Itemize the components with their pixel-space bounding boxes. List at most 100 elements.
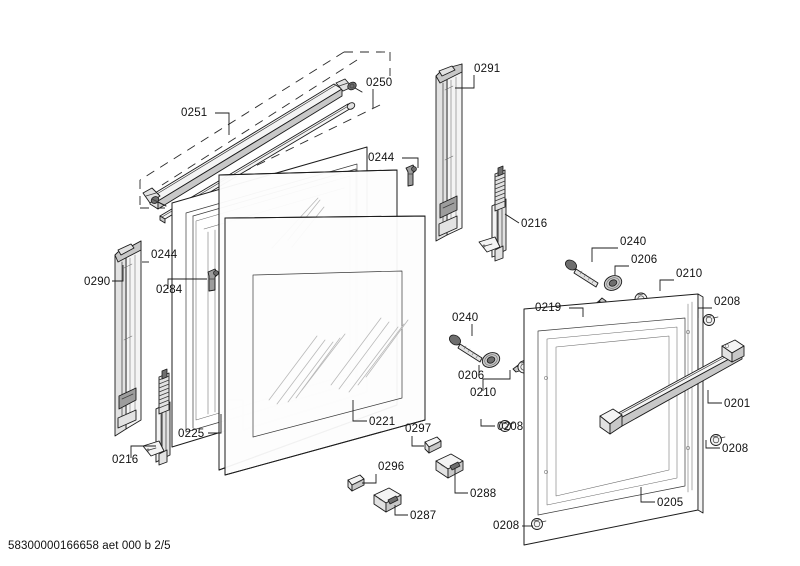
callout-0210-7: 0210 [659, 268, 702, 291]
part-0291-hinge-right [435, 63, 463, 242]
callout-0244-24: 0244 [142, 249, 178, 263]
callout-leader-line [208, 414, 222, 434]
callout-leader-line [705, 440, 720, 449]
callout-label-0216: 0216 [112, 454, 138, 466]
callout-0291-2: 0291 [455, 63, 500, 89]
spring-coil-left [158, 368, 170, 415]
callout-label-0210: 0210 [470, 387, 496, 399]
callout-label-0206: 0206 [458, 370, 484, 382]
callout-label-0205: 0205 [657, 497, 683, 509]
trim-screw-right [347, 81, 363, 93]
callout-0219-8: 0219 [535, 302, 584, 317]
part-0201-door-handle [599, 339, 745, 435]
callout-label-0296: 0296 [378, 461, 404, 473]
document-footer-caption: 58300000166658 aet 000 b 2/5 [8, 540, 171, 552]
callout-leader-line [215, 112, 230, 135]
part-0290-hinge-left [114, 240, 142, 437]
part-0206-washer-upper [603, 275, 623, 291]
callout-label-0250: 0250 [366, 77, 392, 89]
callout-label-0216: 0216 [521, 218, 547, 230]
callout-0284-25: 0284 [156, 278, 207, 296]
part-0208-screw-1 [703, 314, 719, 326]
part-0221-glass-pane-front [224, 215, 426, 476]
part-0287-bracket [373, 487, 402, 513]
callout-leader-line [454, 468, 468, 494]
callout-leader-line [504, 213, 520, 224]
callout-0297-20: 0297 [405, 423, 431, 447]
callout-0296-21: 0296 [362, 461, 404, 484]
callout-label-0221: 0221 [369, 416, 395, 428]
glass-reflection-hatching [268, 317, 409, 405]
callout-0210-11: 0210 [470, 370, 511, 399]
callout-0288-17: 0288 [454, 468, 496, 500]
callout-0208-16: 0208 [480, 419, 523, 433]
callout-label-0244: 0244 [151, 249, 178, 261]
callout-label-0284: 0284 [156, 284, 183, 296]
callout-label-0208: 0208 [493, 520, 519, 532]
callout-layer: 0251 0250 0291 0244 0216 0240 0206 0210 0219 0240… [84, 63, 750, 532]
callout-label-0210: 0210 [676, 268, 702, 280]
part-0244-catch-lower [207, 268, 219, 292]
callout-label-0290: 0290 [84, 276, 110, 288]
callout-0240-9: 0240 [452, 312, 478, 336]
callout-leader-line [614, 265, 629, 275]
callout-leader-line [394, 505, 408, 516]
callout-leader-line [480, 419, 495, 427]
callout-leader-line [659, 279, 674, 291]
part-0251-trim-strip [142, 78, 353, 210]
callout-label-0240: 0240 [452, 312, 478, 324]
callout-label-0297: 0297 [405, 423, 431, 435]
callout-0208-18: 0208 [493, 520, 533, 532]
callout-leader-line [569, 307, 584, 317]
spring-coil-right [494, 165, 506, 212]
callout-label-0291: 0291 [474, 63, 500, 75]
callout-0250-1: 0250 [366, 77, 392, 108]
part-0244-catch-upper [405, 164, 417, 187]
callout-leader-line [130, 445, 156, 458]
callout-0206-10: 0206 [458, 365, 484, 382]
part-0216-hinge-spring-right [478, 165, 507, 262]
callout-0251-0: 0251 [181, 107, 230, 135]
callout-leader-line [455, 75, 475, 89]
callout-0287-22: 0287 [394, 505, 436, 522]
callout-0205-15: 0205 [640, 487, 683, 509]
callout-label-0219: 0219 [535, 302, 561, 314]
part-0240-screw-upper [565, 259, 599, 288]
part-0208-screw-4 [531, 518, 547, 530]
callout-0240-5: 0240 [591, 236, 646, 262]
callout-0208-14: 0208 [705, 440, 748, 455]
callout-0216-27: 0216 [112, 445, 156, 466]
callout-leader-line [352, 400, 367, 422]
callout-label-0206: 0206 [631, 254, 657, 266]
part-0288-bracket [435, 453, 464, 479]
callout-0208-12: 0208 [697, 296, 740, 318]
trim-screw-left [150, 196, 167, 207]
callout-leader-line [402, 157, 419, 168]
part-0216-hinge-spring-left [142, 368, 171, 466]
callout-label-0287: 0287 [410, 510, 436, 522]
callout-label-0244: 0244 [368, 152, 395, 164]
callout-0201-13: 0201 [707, 390, 750, 410]
part-0296-clip [347, 474, 365, 492]
part-0206-washer-lower [481, 352, 501, 368]
part-0297-clip [424, 436, 442, 454]
callout-label-0251: 0251 [181, 107, 207, 119]
part-0208-screw-3 [499, 420, 515, 432]
callout-leader-line [482, 370, 511, 391]
callout-label-0288: 0288 [470, 488, 496, 500]
callout-label-0240: 0240 [620, 236, 646, 248]
callout-label-0208: 0208 [497, 421, 523, 433]
callout-0206-6: 0206 [614, 254, 657, 275]
callout-0216-4: 0216 [504, 213, 547, 230]
callout-leader-line [411, 436, 424, 447]
callout-label-0208: 0208 [722, 443, 748, 455]
part-0240-screw-lower [449, 334, 483, 363]
callout-0225-26: 0225 [178, 414, 222, 440]
callout-leader-line [362, 474, 377, 484]
callout-leader-line [112, 265, 124, 282]
callout-leader-line [707, 390, 722, 404]
callout-0244-3: 0244 [368, 152, 419, 168]
callout-leader-line [697, 307, 712, 318]
